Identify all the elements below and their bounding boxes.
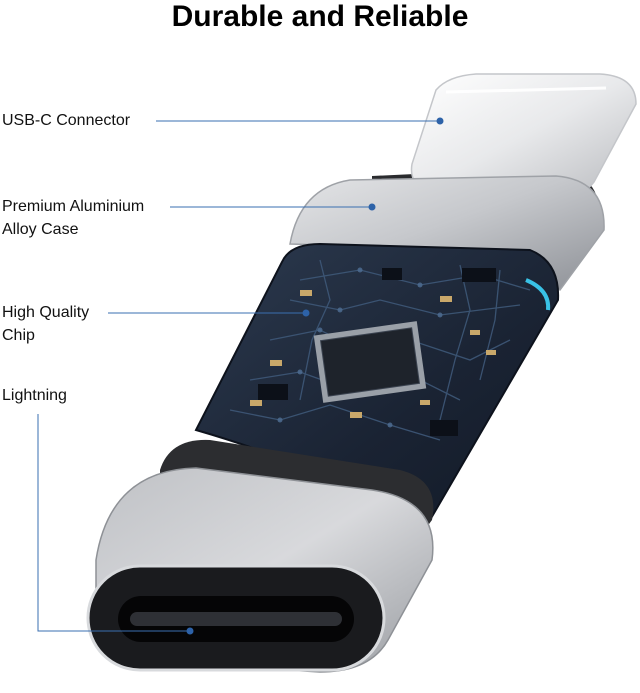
callout-chip-text-line1: High Quality <box>2 304 90 321</box>
callout-case-text-line2: Alloy Case <box>2 221 79 238</box>
callout-chip-text-line2: Chip <box>2 327 35 344</box>
chip <box>313 321 427 403</box>
callout-dot-chip <box>302 309 310 317</box>
lightning-port <box>86 564 386 672</box>
callout-high-quality-chip: High Quality Chip <box>2 301 89 347</box>
callout-lines <box>37 117 444 635</box>
callout-dot-lightning <box>186 627 194 635</box>
callout-lightning: Lightning <box>2 384 67 407</box>
callout-dot-case <box>368 203 376 211</box>
page-title: Durable and Reliable <box>171 0 469 33</box>
callout-lightning-text: Lightning <box>2 387 67 404</box>
callout-usb-c-text: USB-C Connector <box>2 112 131 129</box>
callout-usb-c-connector: USB-C Connector <box>2 109 130 132</box>
callout-dot-usb-c <box>436 117 444 125</box>
smd-components <box>250 290 496 418</box>
callout-aluminium-case: Premium Aluminium Alloy Case <box>2 195 144 241</box>
callout-case-text-line1: Premium Aluminium <box>2 198 145 215</box>
